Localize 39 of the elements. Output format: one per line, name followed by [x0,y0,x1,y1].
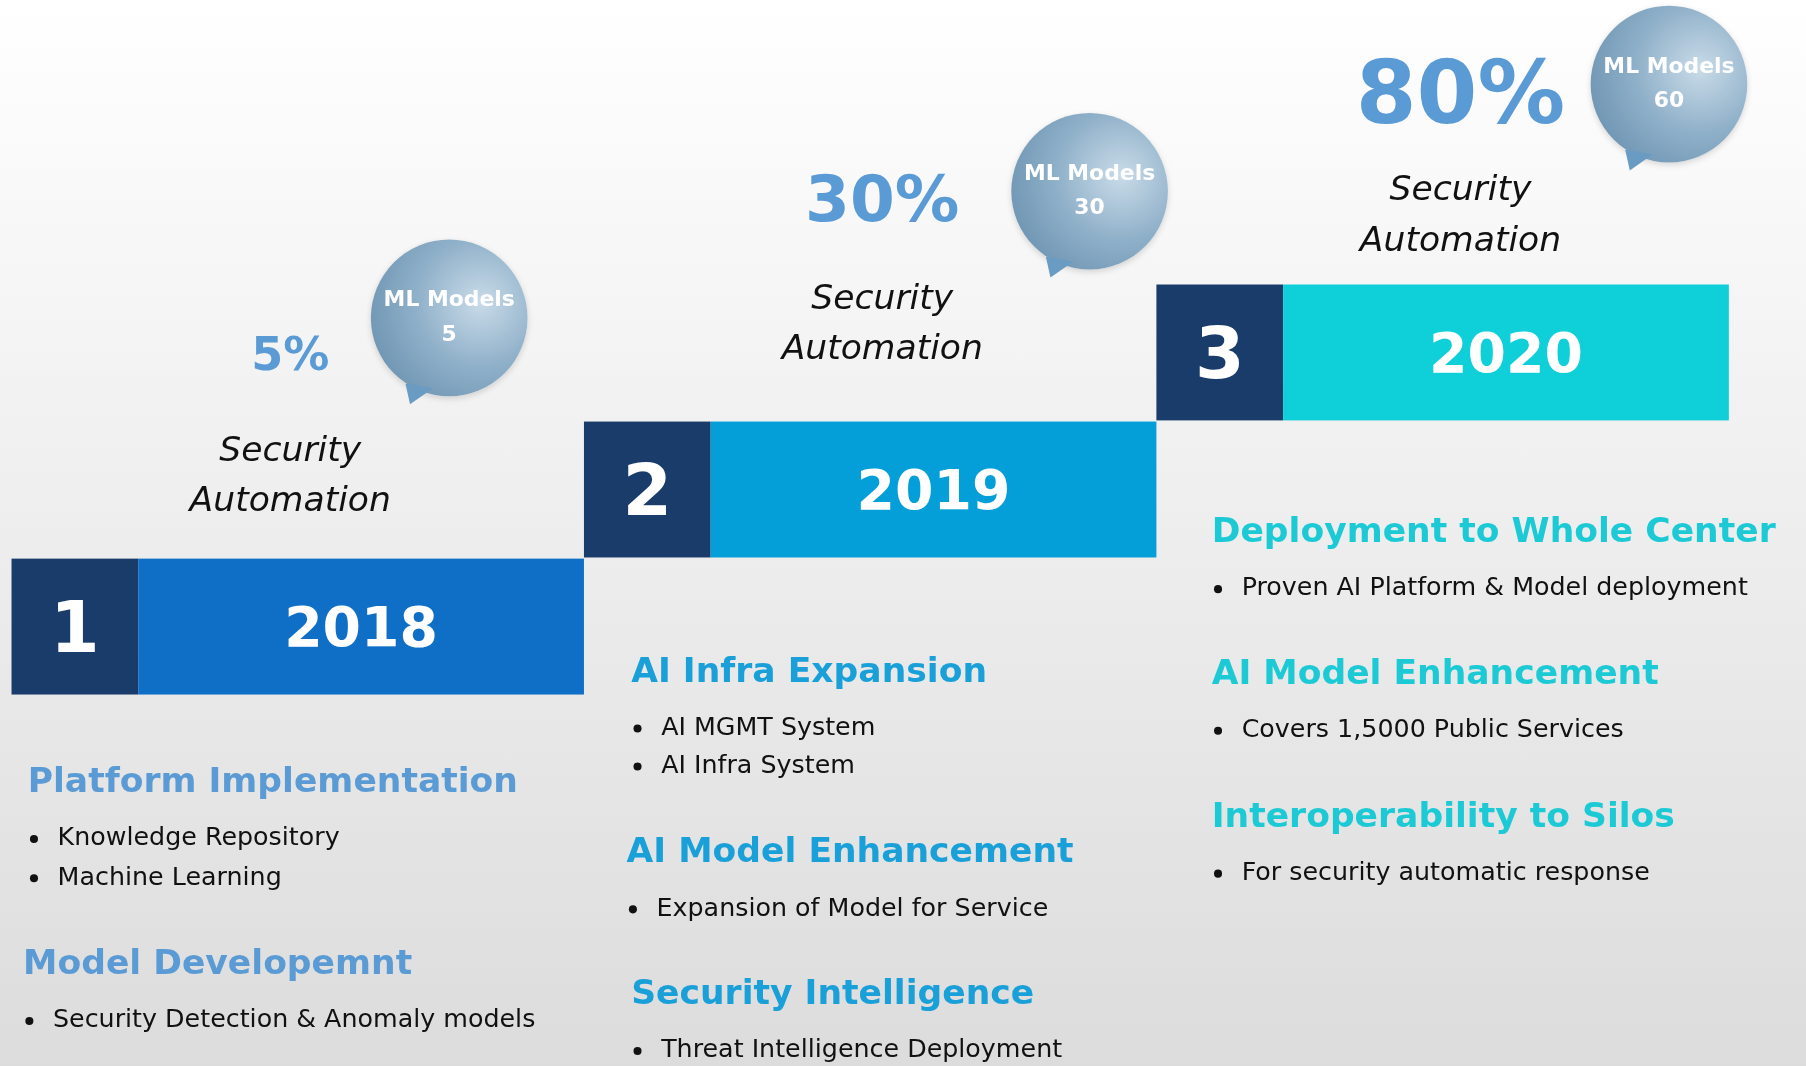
caption-text: Security Automation [1357,167,1563,262]
section-heading: Interoperability to Silos [1211,794,1675,836]
speech-bubble [1011,112,1168,280]
bullet-item: For security automatic response [1241,856,1650,886]
bullet-item: Knowledge Repository [57,822,340,852]
year-bar: 2018 [138,558,584,695]
section-heading: AI Infra Expansion [631,649,987,690]
step-number: 3 [1156,284,1284,421]
percentage-figure: 5% [251,327,330,381]
speech-bubble [370,239,528,407]
model-count: 5 [440,320,458,346]
model-count: 60 [1652,86,1686,112]
bubble-title: ML Models [1602,51,1736,78]
bullet-item: AI MGMT System [661,711,876,741]
bubble-title: ML Models [1023,158,1157,185]
bullet-item: Covers 1,5000 Public Services [1241,714,1624,743]
bubble-title: ML Models [382,285,516,311]
bullet-item: Machine Learning [57,861,282,891]
model-count: 30 [1073,193,1106,219]
speech-bubble [1590,5,1748,173]
bullet-item: Threat Intelligence Deployment [661,1034,1063,1064]
bullet-item: AI Infra System [661,749,855,779]
caption-text: Security Automation [779,275,984,370]
section-heading: AI Model Enhancement [1211,651,1659,693]
year-bar: 2020 [1283,284,1729,421]
bullet-item: Expansion of Model for Service [656,892,1049,922]
step-number: 1 [11,558,139,695]
bullet-item: Security Detection & Anomaly models [53,1004,536,1034]
percentage-figure: 80% [1355,41,1566,144]
section-heading: Model Developemnt [23,942,413,983]
caption-text: Security Automation [187,427,392,522]
year-bar: 2019 [710,421,1157,558]
percentage-figure: 30% [805,161,960,237]
bullet-item: Proven AI Platform & Model deployment [1241,572,1748,602]
section-heading: Deployment to Whole Center [1211,510,1776,551]
section-heading: AI Model Enhancement [626,829,1074,870]
step-number: 2 [583,421,711,558]
section-heading: Security Intelligence [631,972,1035,1013]
section-heading: Platform Implementation [27,760,518,801]
